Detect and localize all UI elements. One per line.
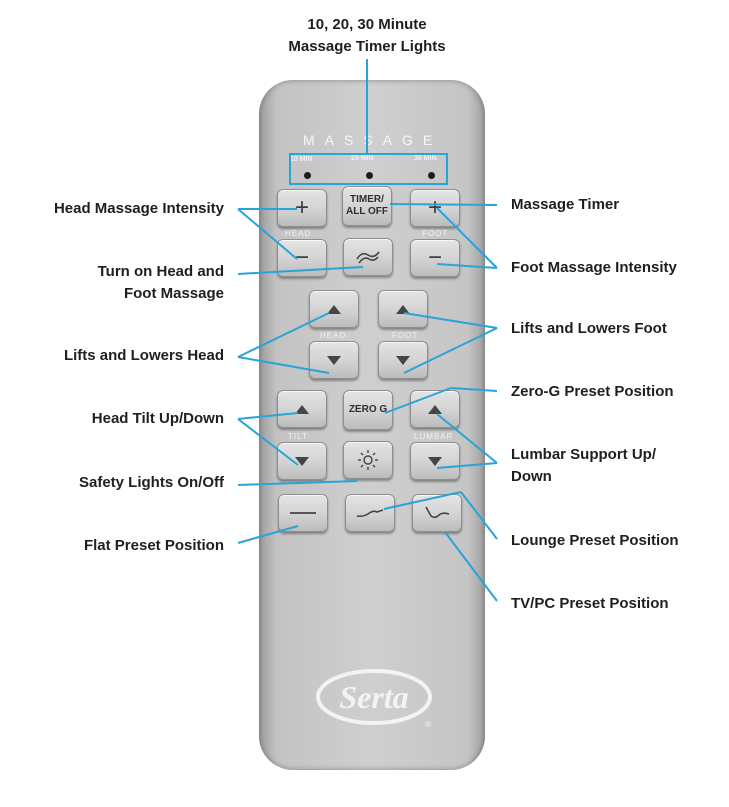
leader-tilt-down xyxy=(237,418,299,466)
leader-head-down xyxy=(237,356,330,374)
zero-g-button[interactable]: ZERO G xyxy=(343,390,393,430)
arrow-down-icon xyxy=(327,355,341,365)
tilt-label: TILT xyxy=(288,432,308,441)
timer-all-off-label: TIMER/ ALL OFF xyxy=(345,194,389,217)
lift-foot-down-button[interactable] xyxy=(378,341,428,379)
arrow-up-icon xyxy=(428,404,442,414)
plus-icon: + xyxy=(294,194,309,221)
timer-lights-box xyxy=(289,153,448,185)
timer-light-10 xyxy=(304,172,311,179)
callout-head-massage: Head Massage Intensity xyxy=(53,200,224,217)
callout-lounge: Lounge Preset Position xyxy=(511,532,679,549)
callout-head-tilt: Head Tilt Up/Down xyxy=(91,410,224,427)
leader-lounge-a xyxy=(383,491,462,510)
lounge-preset-button[interactable] xyxy=(345,494,395,532)
tvpc-position-icon xyxy=(425,506,450,519)
massage-head-label: HEAD xyxy=(285,229,312,238)
serta-logo: Serta ® xyxy=(316,669,432,729)
timer-light-10-label: 10 MIN xyxy=(290,156,313,163)
arrow-down-icon xyxy=(295,456,309,466)
lounge-position-icon xyxy=(356,509,384,518)
leader-safety-lights xyxy=(237,480,358,486)
leader-lounge-b xyxy=(460,491,498,540)
lift-head-up-button[interactable] xyxy=(309,290,359,328)
callout-lumbar: Lumbar Support Up/ Down xyxy=(511,446,656,485)
callout-flat: Flat Preset Position xyxy=(83,537,224,554)
timer-light-30-label: 30 MIN xyxy=(414,155,437,162)
leader-zero-g-b xyxy=(384,387,452,414)
arrow-down-icon xyxy=(396,355,410,365)
leader-flat xyxy=(237,525,299,544)
callout-lifts-head: Lifts and Lowers Head xyxy=(63,347,224,364)
leader-head-foot-massage xyxy=(237,266,364,275)
lumbar-label: LUMBAR xyxy=(414,432,454,441)
arrow-down-icon xyxy=(428,456,442,466)
leader-lumbar-down xyxy=(436,462,498,469)
head-massage-plus-button[interactable]: + xyxy=(277,189,327,227)
flat-position-icon xyxy=(290,512,316,514)
lumbar-down-button[interactable] xyxy=(410,442,460,480)
zero-g-label: ZERO G xyxy=(348,404,388,415)
lift-head-down-button[interactable] xyxy=(309,341,359,379)
svg-text:Serta: Serta xyxy=(339,679,408,715)
callout-tvpc: TV/PC Preset Position xyxy=(511,595,669,612)
massage-wave-icon xyxy=(356,251,380,264)
leader-zero-g-a xyxy=(450,387,498,392)
leader-lumbar-up xyxy=(436,413,498,464)
callout-timer-lights: 10, 20, 30 Minute Massage Timer Lights xyxy=(288,16,446,55)
lumbar-up-button[interactable] xyxy=(410,390,460,428)
timer-all-off-button[interactable]: TIMER/ ALL OFF xyxy=(342,186,392,226)
leader-tilt-up xyxy=(237,412,299,420)
leader-massage-timer xyxy=(389,203,498,206)
head-foot-massage-button[interactable] xyxy=(343,238,393,276)
foot-massage-minus-button[interactable]: − xyxy=(410,239,460,277)
arrow-up-icon xyxy=(396,304,410,314)
callout-zero-g: Zero-G Preset Position xyxy=(511,383,674,400)
leader-head-up xyxy=(237,312,330,358)
timer-light-30 xyxy=(428,172,435,179)
massage-foot-label: FOOT xyxy=(422,229,449,238)
minus-icon: − xyxy=(294,244,309,271)
plus-icon: + xyxy=(427,194,442,221)
callout-head-foot-massage: Turn on Head and Foot Massage xyxy=(97,263,224,302)
callout-foot-massage: Foot Massage Intensity xyxy=(511,259,677,276)
callout-massage-timer: Massage Timer xyxy=(511,196,620,213)
leader-foot-up xyxy=(403,312,498,329)
leader-foot-massage-plus xyxy=(436,207,498,269)
leader-foot-down xyxy=(403,327,498,374)
leader-tvpc xyxy=(444,531,498,602)
callout-safety-lights: Safety Lights On/Off xyxy=(78,474,224,491)
arrow-up-icon xyxy=(327,304,341,314)
timer-light-20 xyxy=(366,172,373,179)
sun-icon xyxy=(358,450,378,470)
lift-head-label: HEAD xyxy=(320,331,347,340)
leader-foot-massage-minus xyxy=(436,263,498,269)
leader-head-massage-minus xyxy=(237,208,298,260)
safety-lights-button[interactable] xyxy=(343,441,393,479)
lift-foot-up-button[interactable] xyxy=(378,290,428,328)
tilt-down-button[interactable] xyxy=(277,442,327,480)
tilt-up-button[interactable] xyxy=(277,390,327,428)
callout-lifts-foot: Lifts and Lowers Foot xyxy=(511,320,667,337)
timer-light-20-label: 20 MIN xyxy=(351,155,374,162)
lift-foot-label: FOOT xyxy=(392,331,419,340)
arrow-up-icon xyxy=(295,404,309,414)
foot-massage-plus-button[interactable]: + xyxy=(410,189,460,227)
svg-text:®: ® xyxy=(425,720,431,729)
flat-preset-button[interactable] xyxy=(278,494,328,532)
